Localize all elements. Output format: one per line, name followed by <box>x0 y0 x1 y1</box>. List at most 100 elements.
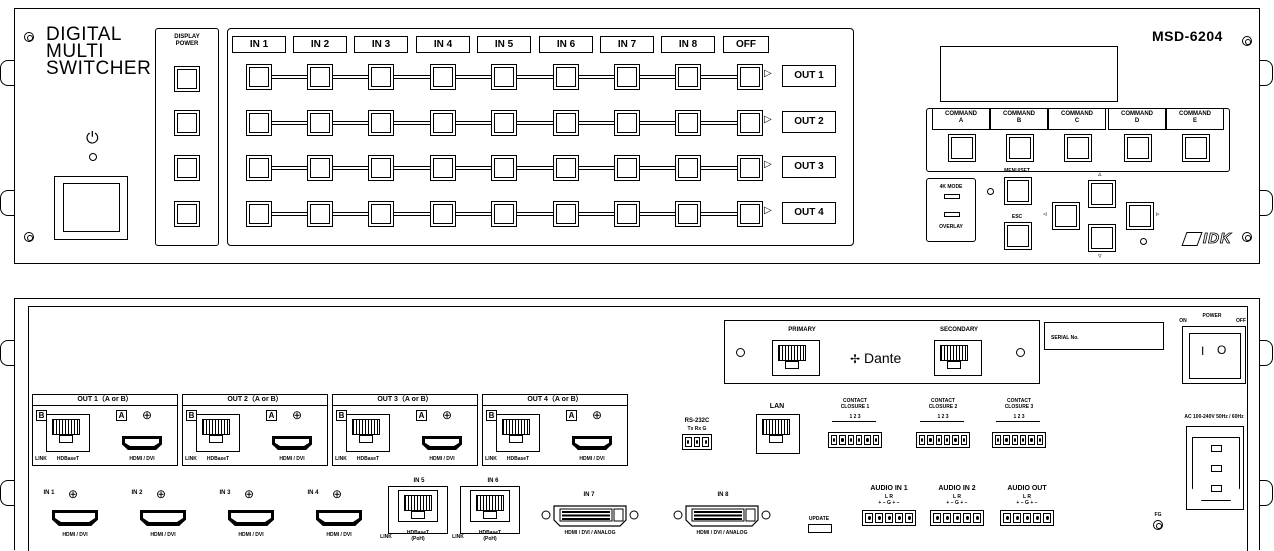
brand-line2: MULTI <box>46 41 105 62</box>
hdbaset-label: HDBaseT <box>206 456 230 462</box>
display-power-button-1[interactable] <box>174 66 200 92</box>
dante-primary-port[interactable] <box>772 340 820 376</box>
rear-bracket-left <box>0 340 15 366</box>
xpoint-in5-out4-button[interactable] <box>491 201 517 227</box>
command-b-button[interactable] <box>1006 134 1034 162</box>
contact-closure-3-terminal[interactable] <box>992 432 1046 448</box>
xpoint-in8-out4-button[interactable] <box>675 201 701 227</box>
out4-hdbaset-port[interactable] <box>496 414 540 452</box>
xpoint-in1-out4-button[interactable] <box>246 201 272 227</box>
down-arrow-button[interactable] <box>1088 224 1116 252</box>
command-c-button[interactable] <box>1064 134 1092 162</box>
update-port[interactable] <box>808 524 832 533</box>
out1-hdbaset-port[interactable] <box>46 414 90 452</box>
xpoint-in3-out1-button[interactable] <box>368 64 394 90</box>
display-power-button-3[interactable] <box>174 155 200 181</box>
audio-out-terminal[interactable] <box>1000 510 1054 526</box>
ac-inlet[interactable] <box>1186 426 1244 510</box>
xpoint-in6-out4-button[interactable] <box>553 201 579 227</box>
out1-hdmi-port[interactable] <box>122 436 162 450</box>
xpoint-in5-out2-button[interactable] <box>491 110 517 136</box>
left-arrow-button[interactable] <box>1052 202 1080 230</box>
xpoint-in7-out4-button[interactable] <box>614 201 640 227</box>
right-arrow-button[interactable] <box>1126 202 1154 230</box>
xpoint-in1-out3-button[interactable] <box>246 155 272 181</box>
xpoint-in8-out3-button[interactable] <box>675 155 701 181</box>
lan-port[interactable] <box>756 414 800 454</box>
xpoint-in7-out3-button[interactable] <box>614 155 640 181</box>
xpoint-in8-out1-button[interactable] <box>675 64 701 90</box>
power-button[interactable] <box>54 176 128 240</box>
4k-mode-led <box>944 194 960 199</box>
off-out2-button[interactable] <box>737 110 763 136</box>
port-a-label: A <box>266 410 277 421</box>
xpoint-in6-out2-button[interactable] <box>553 110 579 136</box>
in2-hdmi-port[interactable] <box>140 510 186 526</box>
xpoint-in4-out3-button[interactable] <box>430 155 456 181</box>
status-panel <box>926 178 976 242</box>
contact-closure-2-terminal[interactable] <box>916 432 970 448</box>
xpoint-in5-out1-button[interactable] <box>491 64 517 90</box>
out4-group-label: OUT 4（A or B） <box>482 394 628 406</box>
in7-type-label: HDMI / DVI / ANALOG <box>564 530 616 536</box>
model-name: MSD-6204 <box>1152 28 1223 44</box>
in1-hdmi-port[interactable] <box>52 510 98 526</box>
display-power-button-2[interactable] <box>174 110 200 136</box>
audio-in2-terminal[interactable] <box>930 510 984 526</box>
rs232c-terminal[interactable] <box>682 434 712 450</box>
xpoint-in7-out2-button[interactable] <box>614 110 640 136</box>
xpoint-in4-out1-button[interactable] <box>430 64 456 90</box>
command-e-button[interactable] <box>1182 134 1210 162</box>
display-power-button-4[interactable] <box>174 201 200 227</box>
xpoint-in8-out2-button[interactable] <box>675 110 701 136</box>
out3-hdbaset-port[interactable] <box>346 414 390 452</box>
rs232c-label: RS-232C <box>684 418 710 424</box>
up-arrow-button[interactable] <box>1088 180 1116 208</box>
out2-group-label: OUT 2（A or B） <box>182 394 328 406</box>
in5-hdbaset-port[interactable] <box>398 490 438 522</box>
xpoint-in7-out1-button[interactable] <box>614 64 640 90</box>
fg-terminal-icon[interactable] <box>1153 520 1163 530</box>
off-out4-button[interactable] <box>737 201 763 227</box>
xpoint-in1-out2-button[interactable] <box>246 110 272 136</box>
xpoint-in3-out2-button[interactable] <box>368 110 394 136</box>
command-a-button[interactable] <box>948 134 976 162</box>
out2-hdmi-port[interactable] <box>272 436 312 450</box>
command-d-button[interactable] <box>1124 134 1152 162</box>
xpoint-in3-out3-button[interactable] <box>368 155 394 181</box>
xpoint-in6-out3-button[interactable] <box>553 155 579 181</box>
xpoint-in2-out1-button[interactable] <box>307 64 333 90</box>
xpoint-in2-out2-button[interactable] <box>307 110 333 136</box>
port-a-label: A <box>566 410 577 421</box>
out4-hdmi-port[interactable] <box>572 436 612 450</box>
off-out3-button[interactable] <box>737 155 763 181</box>
in6-hdbaset-port[interactable] <box>470 490 510 522</box>
hdbaset-label: HDBaseT <box>506 456 530 462</box>
xpoint-in6-out1-button[interactable] <box>553 64 579 90</box>
audio-in1-terminal[interactable] <box>862 510 916 526</box>
menu-set-button[interactable] <box>1004 177 1032 205</box>
xpoint-in4-out4-button[interactable] <box>430 201 456 227</box>
power-switch[interactable]: I O <box>1182 326 1246 384</box>
out2-hdbaset-port[interactable] <box>196 414 240 452</box>
xpoint-in1-out1-button[interactable] <box>246 64 272 90</box>
off-out1-button[interactable] <box>737 64 763 90</box>
label-in-6: IN 6 <box>539 36 593 53</box>
screw-icon <box>1242 36 1252 46</box>
audio-out-label: AUDIO OUT <box>1007 485 1047 492</box>
audio-lr-label: L R <box>885 494 893 500</box>
xpoint-in2-out4-button[interactable] <box>307 201 333 227</box>
in8-dvi-port[interactable] <box>672 500 772 530</box>
in7-dvi-port[interactable] <box>540 500 640 530</box>
in5-poh-label: HDBaseT (PoH) <box>406 530 430 542</box>
in3-hdmi-port[interactable] <box>228 510 274 526</box>
in4-hdmi-port[interactable] <box>316 510 362 526</box>
dante-secondary-port[interactable] <box>934 340 982 376</box>
xpoint-in3-out4-button[interactable] <box>368 201 394 227</box>
contact-closure-1-terminal[interactable] <box>828 432 882 448</box>
xpoint-in2-out3-button[interactable] <box>307 155 333 181</box>
xpoint-in5-out3-button[interactable] <box>491 155 517 181</box>
esc-button[interactable] <box>1004 222 1032 250</box>
out3-hdmi-port[interactable] <box>422 436 462 450</box>
xpoint-in4-out2-button[interactable] <box>430 110 456 136</box>
